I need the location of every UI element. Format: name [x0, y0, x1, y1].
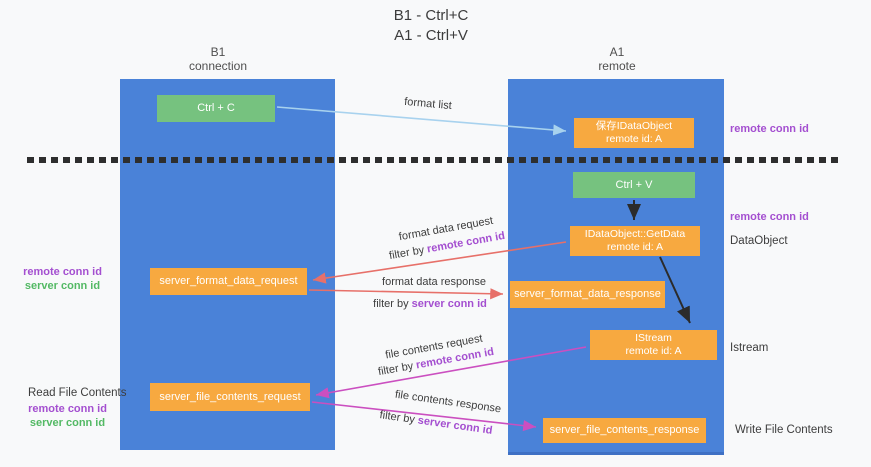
title-line-1: B1 - Ctrl+C [393, 7, 469, 24]
remote-conn-id-left-2: remote conn id [28, 403, 107, 415]
column-a1-subtitle: remote [598, 59, 636, 73]
istream-side-label: Istream [730, 342, 769, 354]
remote-conn-id-left-1: remote conn id [23, 266, 102, 278]
istream-box: IStream remote id: A [590, 330, 717, 360]
server-file-contents-response-label: server_file_contents_response [549, 424, 700, 436]
idataobject-getdata-box: IDataObject::GetData remote id: A [570, 226, 700, 256]
save-idataobject-line2: remote id: A [605, 133, 663, 145]
server-conn-id-left-2: server conn id [29, 417, 106, 429]
column-header-b1: B1 connection [158, 45, 278, 73]
remote-conn-id-right-top: remote conn id [730, 123, 809, 135]
ctrl-c-box: Ctrl + C [157, 95, 275, 122]
arrow-file-contents-request [315, 346, 587, 399]
filter-by-server-conn-id-label-1: filter by server conn id [373, 298, 487, 310]
title-line-2: A1 - Ctrl+V [394, 27, 468, 44]
column-header-a1: A1 remote [557, 45, 677, 73]
server-format-data-request-label: server_format_data_request [159, 275, 298, 287]
server-conn-id-text: server conn id [411, 298, 487, 310]
ctrl-v-label: Ctrl + V [615, 178, 653, 191]
column-b1-subtitle: connection [188, 59, 248, 73]
server-format-data-response-box: server_format_data_response [510, 281, 665, 308]
istream-line1: IStream [635, 332, 672, 344]
getdata-line2: remote id: A [606, 241, 664, 253]
dataobject-label: DataObject [730, 235, 788, 247]
column-b1-name: B1 [210, 45, 226, 59]
diagram-title: B1 - Ctrl+C A1 - Ctrl+V [0, 6, 862, 46]
arrow-file-contents-response [311, 401, 537, 432]
remote-conn-id-right-mid: remote conn id [730, 211, 809, 223]
arrow-getdata-to-istream [659, 256, 691, 324]
server-file-contents-request-label: server_file_contents_request [159, 390, 301, 403]
arrow-format-list [276, 106, 567, 136]
server-format-data-request-box: server_format_data_request [150, 268, 307, 295]
column-a1-name: A1 [609, 45, 625, 59]
format-data-response-label: format data response [382, 276, 486, 288]
server-file-contents-response-box: server_file_contents_response [543, 418, 706, 443]
write-file-contents-label: Write File Contents [735, 424, 833, 436]
save-idataobject-box: 保存IDataObject remote id: A [574, 118, 694, 148]
server-format-data-response-label: server_format_data_response [514, 288, 661, 300]
read-file-contents-label: Read File Contents [28, 387, 127, 399]
ctrl-c-label: Ctrl + C [197, 102, 235, 114]
server-conn-id-left-1: server conn id [24, 280, 101, 292]
server-file-contents-request-box: server_file_contents_request [150, 383, 310, 411]
filter-by-text: filter by [373, 298, 409, 310]
left-conn-ids-bottom: remote conn id server conn id [20, 402, 115, 430]
phase-separator-dashed-line [27, 157, 839, 163]
save-idataobject-line1: 保存IDataObject [595, 120, 673, 132]
getdata-line1: IDataObject::GetData [584, 228, 686, 240]
arrow-format-data-response [308, 288, 504, 300]
ctrl-v-box: Ctrl + V [573, 172, 695, 198]
istream-line2: remote id: A [625, 345, 682, 357]
left-conn-ids-top: remote conn id server conn id [15, 265, 110, 293]
arrow-format-data-request [312, 241, 567, 284]
